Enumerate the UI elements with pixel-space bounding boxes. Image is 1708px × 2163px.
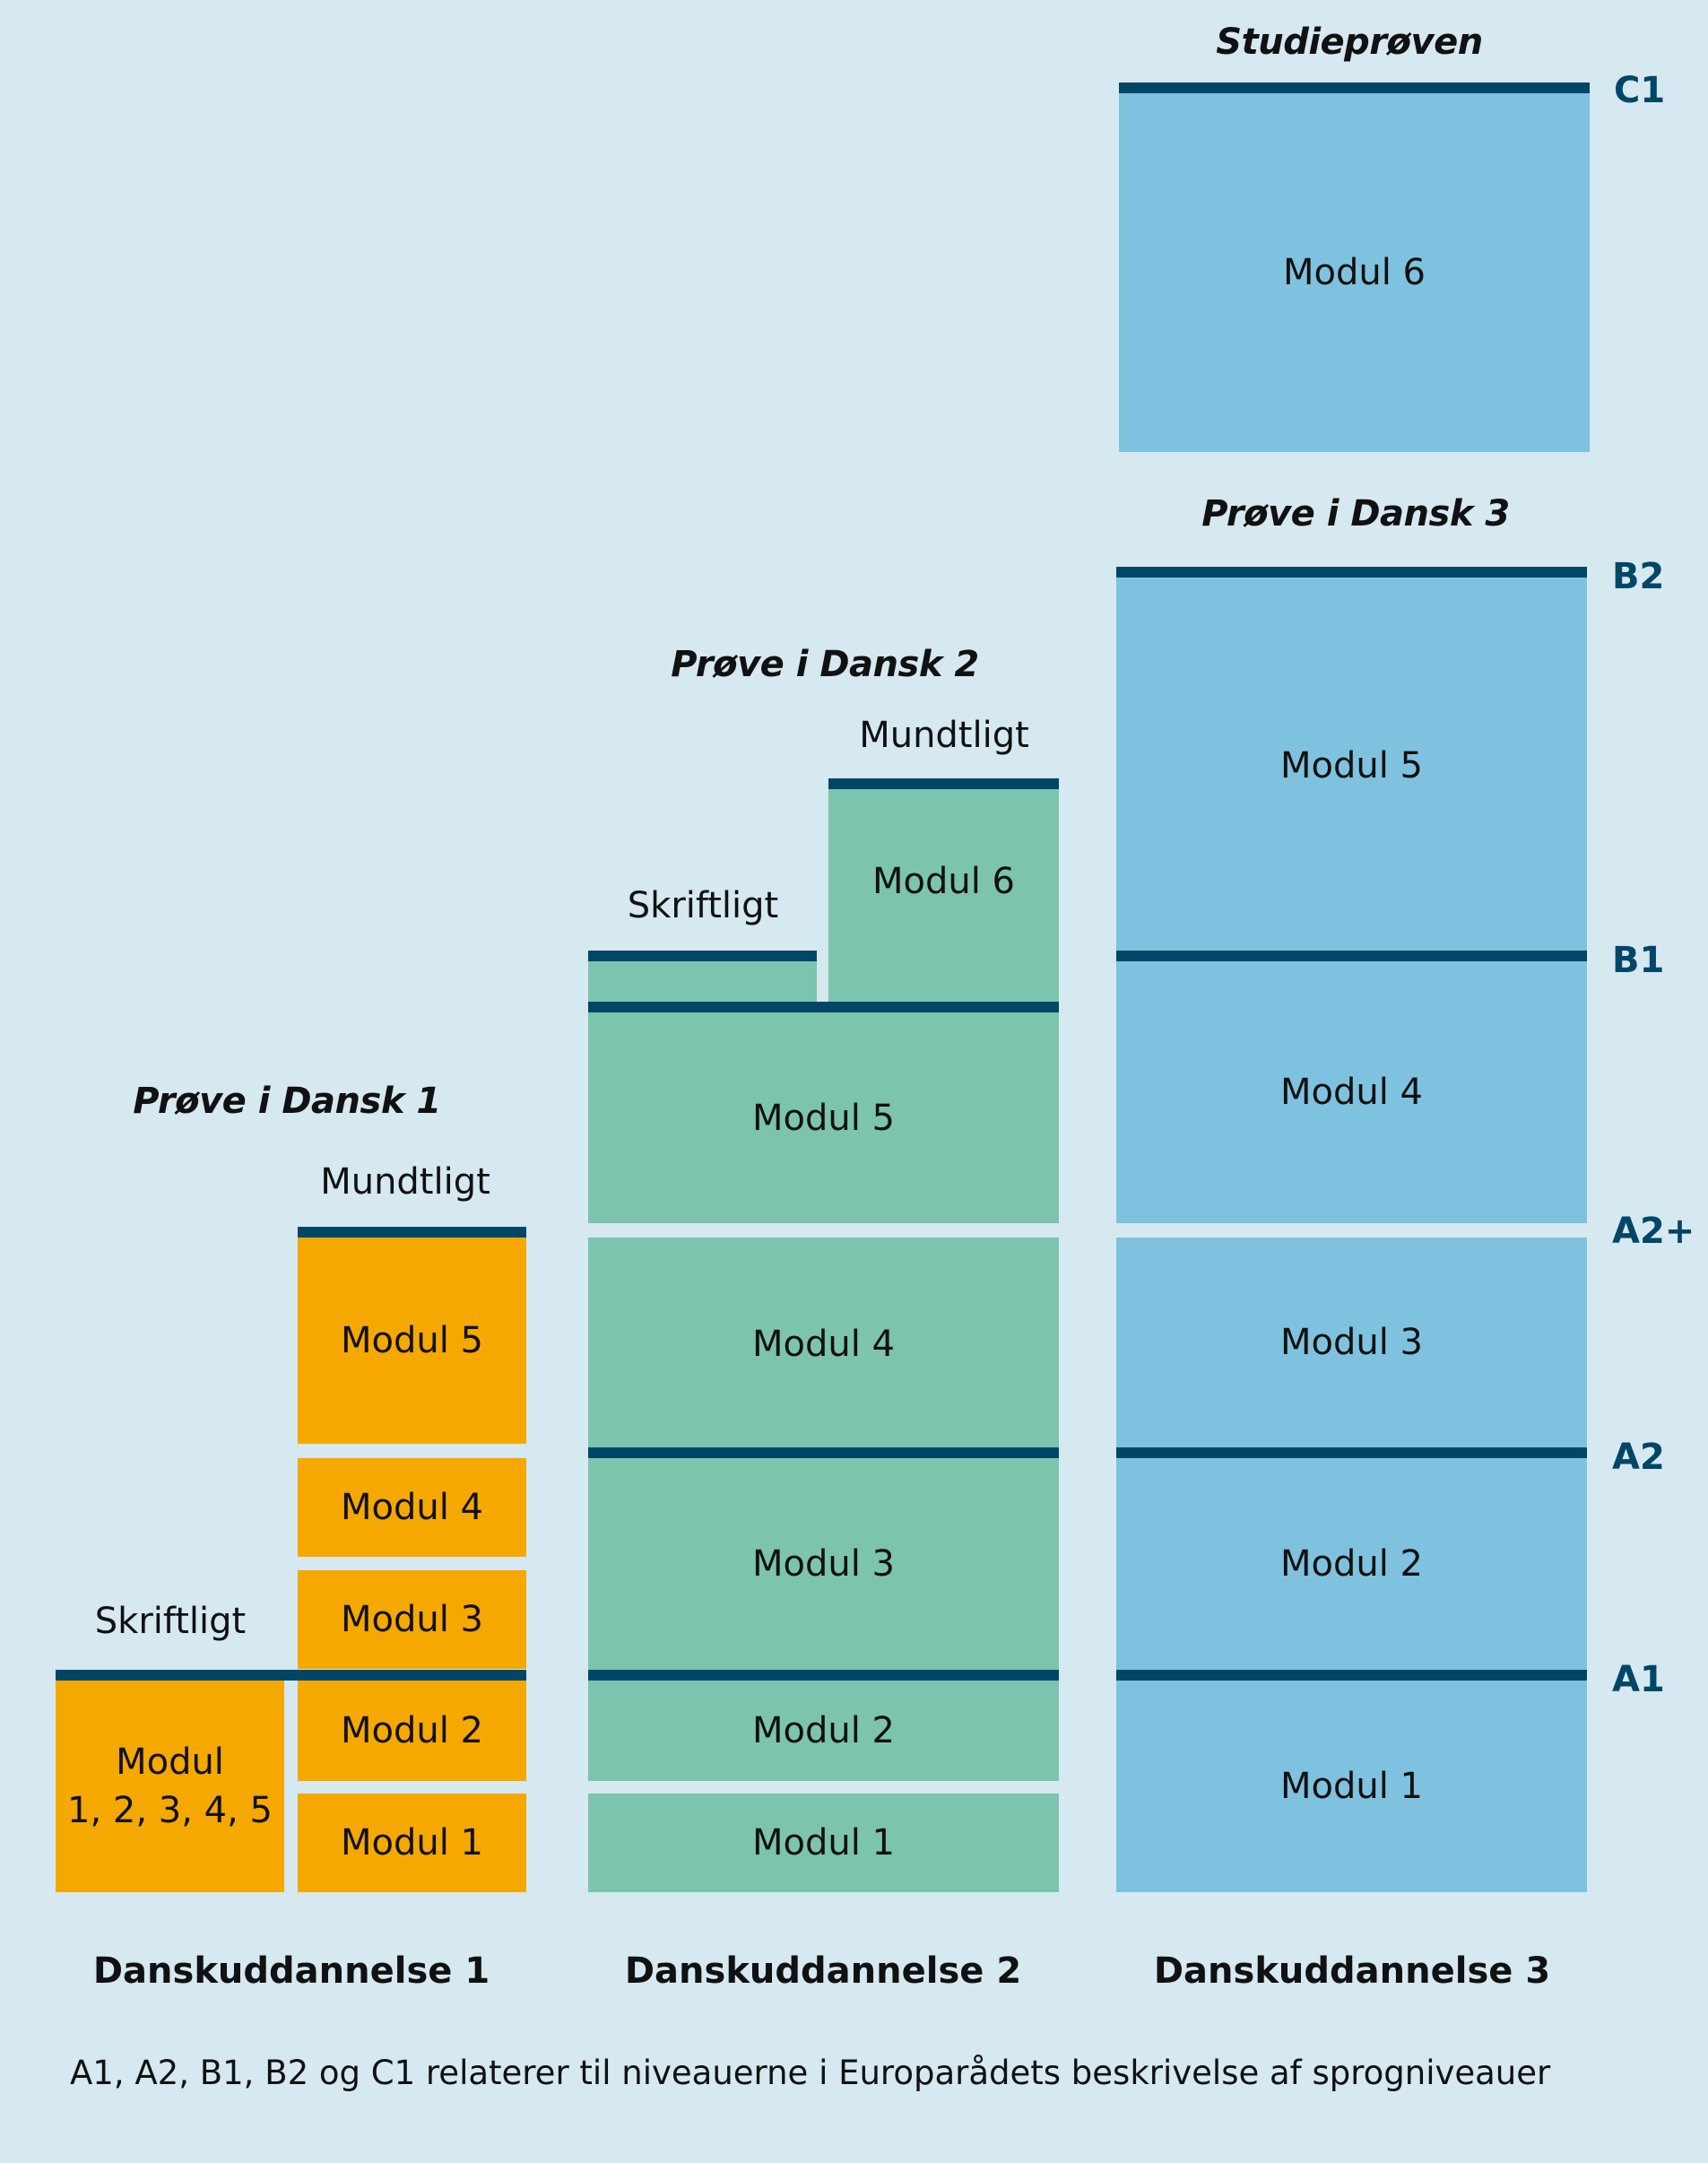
written-label-du1: Skriftligt (94, 1601, 247, 1642)
du2-module-2: Modul 2 (588, 1681, 1059, 1781)
du3-level-bar-a1 (1116, 1670, 1587, 1681)
du1-module-4: Modul 4 (298, 1458, 526, 1557)
level-b2: B2 (1612, 556, 1665, 597)
du3-module-5: Modul 5 (1116, 578, 1587, 954)
du3-level-bar-a2 (1116, 1447, 1587, 1458)
module-label: Modul 2 (340, 1710, 483, 1751)
module-label: Modul 6 (1282, 252, 1426, 293)
module-label: Modul 6 (871, 861, 1015, 902)
du3-module-6: Modul 6 (1119, 93, 1590, 452)
du3-module-1: Modul 1 (1116, 1681, 1587, 1892)
du2-written-segment (588, 961, 817, 1003)
du1-modules-combined: Modul 1, 2, 3, 4, 5 (56, 1681, 284, 1892)
oral-label-du1: Mundtligt (320, 1161, 490, 1203)
written-exam-bar-du2 (588, 951, 817, 961)
module-label: Modul 2 (1279, 1543, 1423, 1585)
module-label: Modul 1 (751, 1822, 895, 1863)
level-a2: A2 (1612, 1437, 1665, 1478)
du2-level-bar-a1 (588, 1670, 1059, 1681)
written-label-du2: Skriftligt (627, 885, 779, 926)
oral-exam-bar-du2 (828, 778, 1059, 789)
du3-module-2: Modul 2 (1116, 1458, 1587, 1670)
du3-level-bar-b1 (1116, 951, 1587, 961)
exam-label-dansk3: Prøve i Dansk 3 (1201, 493, 1510, 534)
module-label: Modul 5 (1279, 745, 1423, 786)
du2-module-6: Modul 6 (828, 789, 1059, 1003)
level-a1: A1 (1612, 1659, 1665, 1700)
du3-level-bar-c1 (1119, 83, 1590, 93)
module-label: Modul 5 (340, 1320, 483, 1361)
du2-module-3: Modul 3 (588, 1458, 1059, 1670)
module-label: Modul 1 (1279, 1766, 1423, 1807)
oral-label-du2: Mundtligt (859, 715, 1029, 756)
module-label: Modul 5 (751, 1097, 895, 1139)
column-title-du3: Danskuddannelse 3 (1153, 1950, 1551, 1992)
column-title-du1: Danskuddannelse 1 (92, 1950, 490, 1992)
module-label: Modul 4 (340, 1487, 483, 1528)
du3-level-bar-b2 (1116, 567, 1587, 578)
module-label: Modul 2 (751, 1710, 895, 1751)
module-label: Modul 3 (751, 1543, 895, 1585)
level-a2-plus: A2+ (1612, 1211, 1695, 1252)
du2-level-bar-b1 (588, 1002, 1059, 1012)
du1-module-1: Modul 1 (298, 1794, 526, 1892)
oral-exam-bar-du1 (298, 1227, 526, 1238)
column-title-du2: Danskuddannelse 2 (624, 1950, 1022, 1992)
module-label: Modul 1, 2, 3, 4, 5 (67, 1742, 273, 1831)
module-label: Modul 4 (751, 1324, 895, 1365)
du1-module-2: Modul 2 (298, 1681, 526, 1781)
du3-module-4: Modul 4 (1116, 961, 1587, 1223)
du1-module-3: Modul 3 (298, 1570, 526, 1669)
du2-module-4: Modul 4 (588, 1238, 1059, 1451)
exam-label-studieproven: Studieprøven (1216, 22, 1483, 63)
module-label: Modul 3 (340, 1599, 483, 1640)
du3-module-3: Modul 3 (1116, 1238, 1587, 1447)
module-label: Modul 1 (340, 1822, 483, 1863)
level-b1: B1 (1612, 940, 1665, 981)
written-exam-bar-du1 (56, 1670, 526, 1681)
footnote: A1, A2, B1, B2 og C1 relaterer til nivea… (70, 2054, 1551, 2092)
du2-module-1: Modul 1 (588, 1794, 1059, 1892)
du2-level-bar-a2 (588, 1447, 1059, 1458)
exam-label-dansk2: Prøve i Dansk 2 (671, 644, 979, 685)
du1-module-5: Modul 5 (298, 1238, 526, 1444)
exam-label-dansk1: Prøve i Dansk 1 (133, 1081, 441, 1122)
module-label: Modul 3 (1279, 1322, 1423, 1363)
module-label: Modul 4 (1279, 1072, 1423, 1113)
level-c1: C1 (1614, 70, 1666, 111)
du2-module-5: Modul 5 (588, 1012, 1059, 1223)
